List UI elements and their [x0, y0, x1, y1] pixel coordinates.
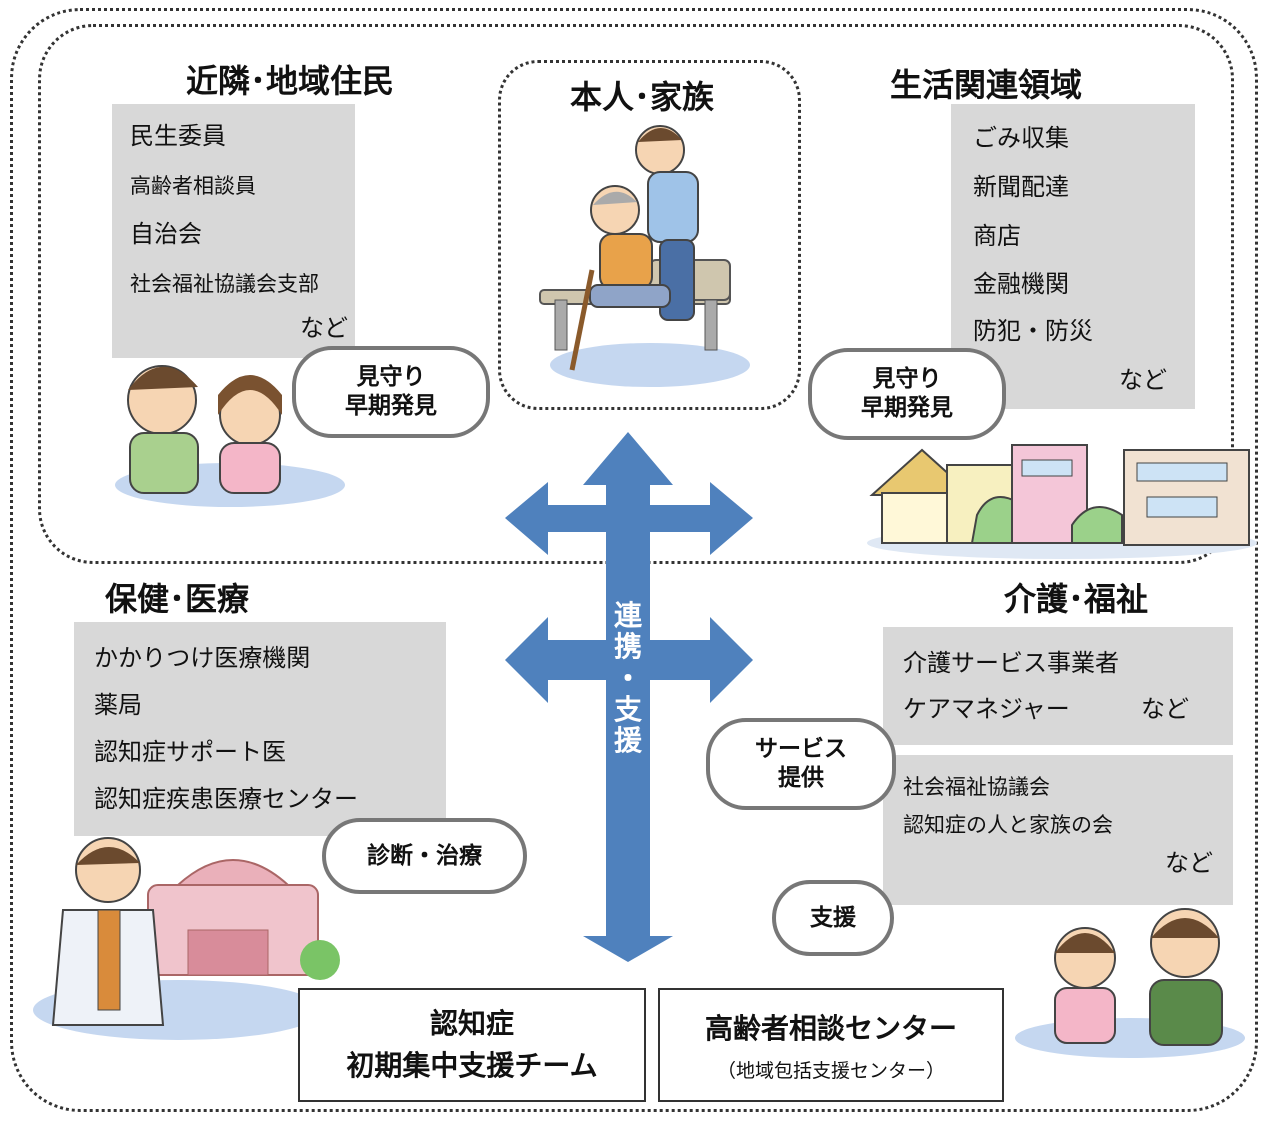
care-list-a: 介護サービス事業者 ケアマネジャー など: [883, 627, 1233, 745]
elderly-consultation-center-box: 高齢者相談センター （地域包括支援センター）: [658, 988, 1004, 1102]
health-list: かかりつけ医療機関 薬局 認知症サポート医 認知症疾患医療センター: [74, 622, 446, 836]
list-item: ケアマネジャー: [903, 695, 1070, 723]
arrow-label-char: 携: [613, 630, 642, 664]
arrow-label: 連 携 ・ 支 援: [608, 600, 648, 757]
pill-line: 診断・治療: [367, 842, 482, 869]
list-item: 薬局: [94, 691, 142, 719]
pill-line: 支援: [810, 904, 856, 931]
residents-illustration: [115, 365, 345, 507]
team-line: 認知症: [429, 1007, 514, 1040]
list-item: 商店: [973, 222, 1021, 250]
living-title: 生活関連領域: [890, 66, 1083, 104]
list-item: 社会福祉協議会: [903, 775, 1050, 799]
neighborhood-list: 民生委員 高齢者相談員 自治会 社会福祉協議会支部 など: [112, 104, 355, 358]
etc-label: など: [1165, 849, 1213, 877]
list-item: 認知症疾患医療センター: [94, 785, 358, 813]
list-item: 認知症サポート医: [94, 738, 286, 766]
etc-label: など: [1119, 366, 1167, 394]
neighborhood-title: 近隣･地域住民: [186, 62, 395, 100]
arrow-label-char: 支: [613, 693, 642, 727]
etc-label: など: [1141, 695, 1189, 723]
list-item: 新聞配達: [973, 173, 1069, 201]
watch-early-detection-pill: 見守り 早期発見: [292, 346, 490, 438]
pill-line: 見守り: [872, 366, 942, 393]
list-item: 自治会: [130, 220, 202, 248]
outer-frame: [10, 8, 1258, 1112]
health-title: 保健･医療: [105, 580, 250, 618]
etc-label: など: [300, 314, 348, 342]
family-title: 本人･家族: [570, 78, 715, 116]
pill-line: 見守り: [356, 364, 426, 391]
arrow-label-char: 連: [613, 599, 642, 632]
list-item: 民生委員: [130, 122, 226, 150]
watch-early-detection-pill: 見守り 早期発見: [808, 348, 1006, 440]
list-item: 防犯・防災: [973, 317, 1093, 345]
support-pill: 支援: [772, 880, 894, 956]
pill-line: 提供: [778, 765, 824, 791]
list-item: 金融機関: [973, 270, 1069, 298]
arrow-label-char: 援: [613, 724, 642, 758]
care-list-b: 社会福祉協議会 認知症の人と家族の会 など: [883, 755, 1233, 905]
list-item: 認知症の人と家族の会: [903, 813, 1113, 837]
initial-intensive-support-team-box: 認知症 初期集中支援チーム: [298, 988, 646, 1102]
service-provision-pill: サービス 提供: [706, 718, 896, 810]
list-item: 社会福祉協議会支部: [130, 272, 319, 296]
caregivers-illustration: [1015, 908, 1245, 1058]
pill-line: サービス: [755, 736, 847, 763]
list-item: ごみ収集: [973, 124, 1069, 152]
pill-line: 早期発見: [345, 393, 437, 419]
team-line: 初期集中支援チーム: [346, 1049, 598, 1082]
arrow-label-char: ・: [613, 661, 642, 695]
family-illustration: [539, 125, 750, 387]
pill-line: 早期発見: [861, 395, 953, 421]
list-item: かかりつけ医療機関: [94, 644, 311, 672]
center-subtitle: （地域包括支援センター）: [716, 1059, 945, 1082]
care-title: 介護･福祉: [1004, 580, 1149, 618]
diagnosis-treatment-pill: 診断・治療: [322, 818, 527, 894]
town-illustration: [867, 444, 1257, 559]
list-item: 高齢者相談員: [130, 174, 256, 198]
center-title: 高齢者相談センター: [704, 1011, 957, 1045]
list-item: 介護サービス事業者: [903, 649, 1119, 677]
doctor-hospital-illustration: [33, 837, 340, 1040]
